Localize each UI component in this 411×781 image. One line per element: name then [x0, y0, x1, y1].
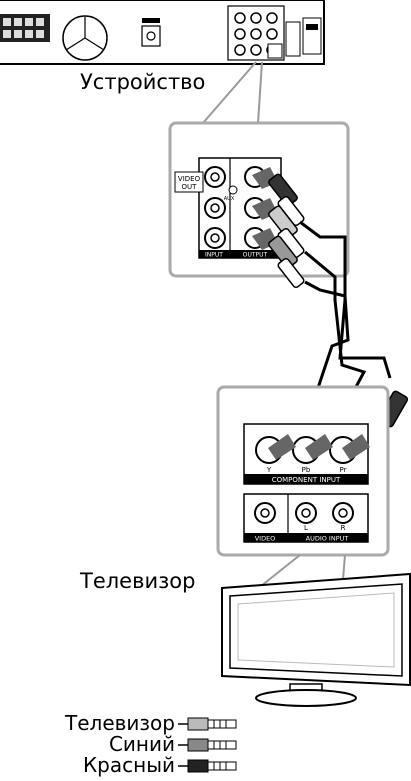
tv-plug-arrows	[268, 434, 370, 460]
antenna-jack	[141, 18, 161, 47]
device-rear-panel	[0, 0, 325, 65]
pr-label: Pr	[340, 466, 347, 474]
legend-plug-blue	[178, 738, 237, 752]
audio-input-label: AUDIO INPUT	[306, 535, 349, 543]
component-input-label: COMPONENT INPUT	[272, 476, 341, 484]
speaker-terminals	[0, 14, 50, 42]
legend-label-blue: Синий	[108, 732, 175, 756]
input-label: INPUT	[205, 252, 223, 259]
device-jack-cluster	[227, 5, 322, 61]
component-cables	[299, 220, 392, 401]
zoom-leader-line-left	[202, 61, 257, 124]
video-label: VIDEO	[255, 535, 276, 543]
y-label: Y	[266, 466, 272, 474]
legend-label-green: Телевизор	[65, 711, 175, 735]
legend-label-red: Красный	[82, 753, 175, 777]
tv-audio-video-panel: L R VIDEO AUDIO INPUT	[243, 493, 369, 543]
legend-plug-red	[178, 759, 237, 773]
pb-label: Pb	[302, 466, 311, 474]
video-out-label: VIDEO	[178, 175, 201, 183]
tv-icon	[221, 572, 411, 707]
output-label: OUTPUT	[243, 252, 268, 259]
device-plugs	[268, 173, 305, 289]
l-label: L	[304, 524, 308, 532]
r-label: R	[341, 524, 346, 532]
legend-plug-green	[178, 717, 237, 731]
video-out-label-2: OUT	[182, 183, 198, 191]
zoom-leader-line-right	[257, 61, 263, 124]
tv-label: Телевизор	[80, 569, 196, 593]
fan-icon	[62, 15, 108, 61]
aux-label: AUX	[224, 196, 235, 202]
device-label: Устройство	[80, 70, 206, 94]
